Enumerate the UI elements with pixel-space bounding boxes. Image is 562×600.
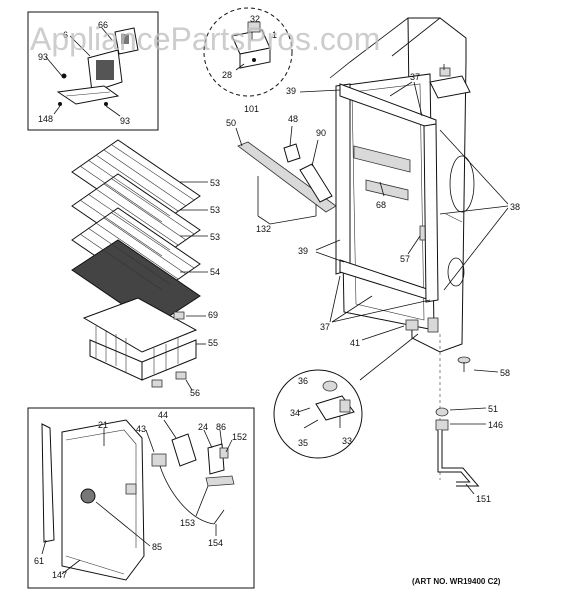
callout-37a: 37 — [410, 72, 420, 82]
callout-132: 132 — [256, 224, 271, 234]
callout-28: 28 — [222, 70, 232, 80]
callout-57: 57 — [400, 254, 410, 264]
callout-153: 153 — [180, 518, 195, 528]
callout-53c: 53 — [210, 232, 220, 242]
callout-68: 68 — [376, 200, 386, 210]
callout-1: 1 — [272, 30, 277, 40]
callout-53a: 53 — [210, 178, 220, 188]
callout-35: 35 — [298, 438, 308, 448]
callout-38: 38 — [510, 202, 520, 212]
control-panel-inset — [27, 407, 255, 589]
callout-34: 34 — [290, 408, 300, 418]
callout-55: 55 — [208, 338, 218, 348]
callout-61: 61 — [34, 556, 44, 566]
wire-basket — [82, 297, 206, 391]
callout-41: 41 — [350, 338, 360, 348]
callout-58: 58 — [500, 368, 510, 378]
callout-101: 101 — [244, 104, 259, 114]
callout-56: 56 — [190, 388, 200, 398]
callout-148: 148 — [38, 114, 53, 124]
callout-146: 146 — [488, 420, 503, 430]
callout-33: 33 — [342, 436, 352, 446]
callout-147: 147 — [52, 570, 67, 580]
callout-48: 48 — [288, 114, 298, 124]
callout-54: 54 — [210, 267, 220, 277]
lower-hinge-detail — [273, 317, 439, 459]
callout-93: 93 — [38, 52, 48, 62]
watermark: AppliancePartsPros.com — [30, 21, 380, 57]
callout-39a: 39 — [286, 86, 296, 96]
art-number: (ART NO. WR19400 C2) — [412, 577, 501, 586]
callout-50: 50 — [226, 118, 236, 128]
callout-66: 66 — [98, 20, 108, 30]
cabinet-leaders — [299, 81, 509, 341]
callout-6: 6 — [63, 30, 68, 40]
breaker-strips — [335, 83, 439, 303]
drain-parts — [435, 334, 499, 495]
upper-strip-parts — [235, 125, 337, 225]
callout-90: 90 — [316, 128, 326, 138]
callout-37b: 37 — [320, 322, 330, 332]
callout-151: 151 — [476, 494, 491, 504]
callout-39b: 39 — [298, 246, 308, 256]
callout-21: 21 — [98, 420, 108, 430]
callout-51: 51 — [488, 404, 498, 414]
callout-85: 85 — [152, 542, 162, 552]
callout-43: 43 — [136, 424, 146, 434]
callout-44: 44 — [158, 410, 168, 420]
hinge-inset — [27, 11, 159, 131]
callout-32: 32 — [250, 14, 260, 24]
callout-53b: 53 — [210, 205, 220, 215]
callout-36: 36 — [298, 376, 308, 386]
callout-69: 69 — [208, 310, 218, 320]
hinge-detail-circle — [203, 7, 293, 97]
freezer-cabinet — [329, 17, 475, 353]
wire-shelves — [71, 139, 208, 327]
top-right-hinge — [429, 64, 471, 99]
callout-93b: 93 — [120, 116, 130, 126]
callout-24: 24 — [198, 422, 208, 432]
callout-154: 154 — [208, 538, 223, 548]
callout-86: 86 — [216, 422, 226, 432]
callout-152: 152 — [232, 432, 247, 442]
